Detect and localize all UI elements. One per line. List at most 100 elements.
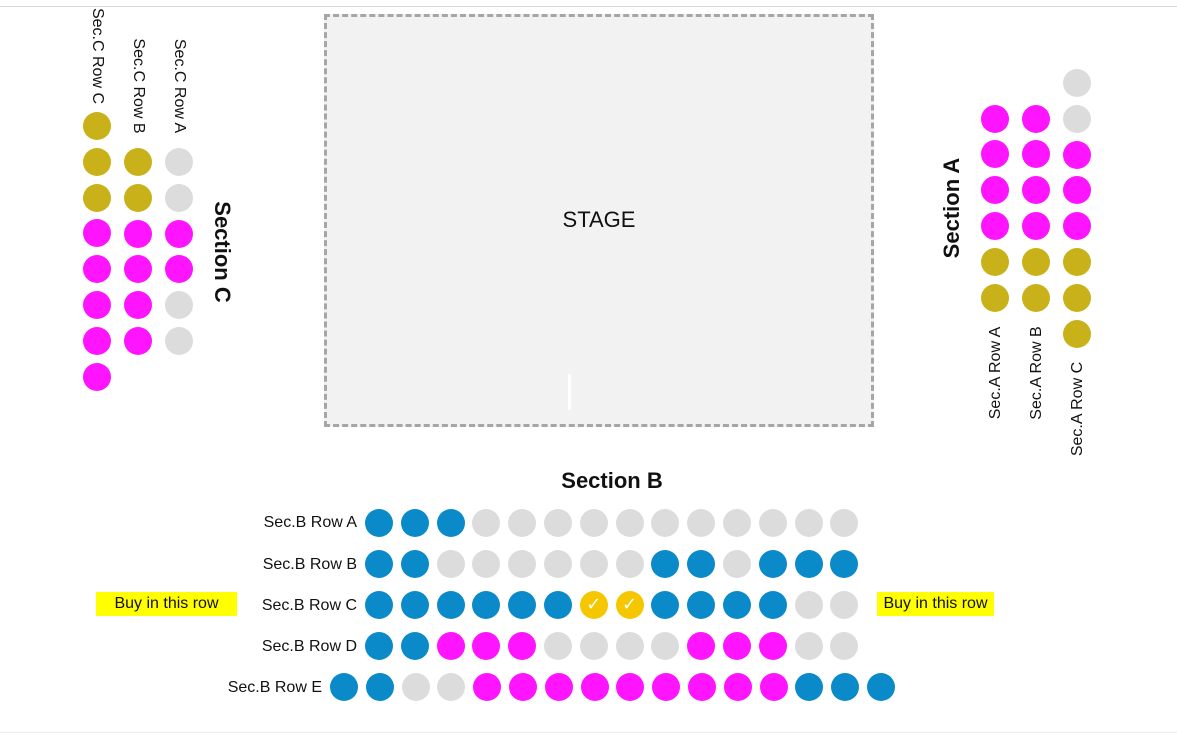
seat-available[interactable] bbox=[981, 140, 1009, 169]
seat-available[interactable] bbox=[723, 673, 752, 701]
seat-booked[interactable] bbox=[723, 591, 751, 619]
seat-unavailable[interactable] bbox=[508, 550, 537, 578]
seat-booked[interactable] bbox=[831, 673, 860, 701]
seat-unavailable[interactable] bbox=[436, 550, 465, 578]
seat-booked[interactable] bbox=[867, 673, 895, 701]
seat-available[interactable] bbox=[83, 219, 111, 248]
seat-available[interactable] bbox=[723, 632, 751, 660]
seat-reserved[interactable] bbox=[1022, 248, 1050, 277]
seat-unavailable[interactable] bbox=[544, 509, 572, 537]
seat-unavailable[interactable] bbox=[794, 509, 823, 537]
seat-unavailable[interactable] bbox=[615, 632, 644, 660]
seat-available[interactable] bbox=[1063, 212, 1091, 241]
seat-available[interactable] bbox=[981, 104, 1009, 133]
seat-unavailable[interactable] bbox=[544, 550, 572, 578]
seat-booked[interactable] bbox=[365, 591, 393, 619]
seat-unavailable[interactable] bbox=[794, 591, 823, 619]
seat-available[interactable] bbox=[1022, 104, 1050, 133]
seat-available[interactable] bbox=[1022, 176, 1050, 205]
buy-row-button-left[interactable]: Buy in this row bbox=[96, 592, 237, 616]
seat-booked[interactable] bbox=[651, 591, 680, 619]
seat-reserved[interactable] bbox=[1063, 248, 1091, 277]
seat-unavailable[interactable] bbox=[830, 632, 859, 660]
seat-reserved[interactable] bbox=[1063, 320, 1091, 348]
seat-available[interactable] bbox=[165, 255, 193, 284]
seat-unavailable[interactable] bbox=[723, 509, 751, 537]
seat-available[interactable] bbox=[652, 673, 681, 701]
seat-available[interactable] bbox=[508, 632, 537, 660]
seat-available[interactable] bbox=[758, 632, 787, 660]
seat-reserved[interactable] bbox=[124, 148, 152, 176]
seat-booked[interactable] bbox=[795, 673, 824, 701]
seat-reserved[interactable] bbox=[981, 284, 1009, 312]
seat-reserved[interactable] bbox=[83, 147, 111, 176]
seat-booked[interactable] bbox=[400, 550, 429, 578]
seat-available[interactable] bbox=[1022, 140, 1050, 169]
seat-available[interactable] bbox=[124, 255, 152, 284]
seat-available[interactable] bbox=[759, 673, 788, 701]
seat-available[interactable] bbox=[83, 326, 111, 355]
seat-reserved[interactable] bbox=[83, 112, 111, 140]
seat-unavailable[interactable] bbox=[615, 509, 644, 537]
seat-booked[interactable] bbox=[365, 673, 394, 701]
seat-available[interactable] bbox=[981, 212, 1009, 241]
seat-unavailable[interactable] bbox=[165, 148, 193, 176]
seat-unavailable[interactable] bbox=[472, 550, 501, 578]
seat-available[interactable] bbox=[436, 632, 465, 660]
seat-booked[interactable] bbox=[544, 591, 572, 619]
seat-available[interactable] bbox=[83, 255, 111, 284]
seat-booked[interactable] bbox=[758, 591, 787, 619]
seat-booked[interactable] bbox=[651, 550, 680, 578]
seat-booked[interactable] bbox=[400, 509, 429, 537]
seat-available[interactable] bbox=[83, 291, 111, 319]
seat-unavailable[interactable] bbox=[401, 673, 430, 701]
seat-booked[interactable] bbox=[330, 673, 358, 701]
seat-unavailable[interactable] bbox=[165, 327, 193, 355]
seat-booked[interactable] bbox=[794, 550, 823, 578]
seat-available[interactable] bbox=[124, 219, 152, 248]
seat-available[interactable] bbox=[473, 673, 502, 701]
seat-booked[interactable] bbox=[508, 591, 537, 619]
seat-unavailable[interactable] bbox=[165, 291, 193, 320]
seat-booked[interactable] bbox=[400, 632, 429, 660]
seat-available[interactable] bbox=[616, 673, 645, 701]
seat-available[interactable] bbox=[165, 219, 193, 248]
seat-unavailable[interactable] bbox=[165, 183, 193, 212]
seat-reserved[interactable] bbox=[1063, 284, 1091, 313]
seat-unavailable[interactable] bbox=[472, 509, 501, 537]
seat-unavailable[interactable] bbox=[579, 509, 608, 537]
seat-unavailable[interactable] bbox=[758, 509, 787, 537]
seat-unavailable[interactable] bbox=[579, 550, 608, 578]
seat-unavailable[interactable] bbox=[830, 509, 859, 537]
seat-available[interactable] bbox=[1063, 140, 1091, 169]
seat-available[interactable] bbox=[1063, 176, 1091, 205]
seat-booked[interactable] bbox=[687, 591, 716, 619]
seat-unavailable[interactable] bbox=[723, 550, 751, 578]
seat-unavailable[interactable] bbox=[1063, 104, 1091, 133]
seat-booked[interactable] bbox=[365, 632, 393, 660]
seat-unavailable[interactable] bbox=[651, 632, 680, 660]
seat-unavailable[interactable] bbox=[544, 632, 572, 660]
seat-unavailable[interactable] bbox=[579, 632, 608, 660]
seat-available[interactable] bbox=[83, 362, 111, 391]
seat-available[interactable] bbox=[472, 632, 501, 660]
seat-reserved[interactable] bbox=[1022, 284, 1050, 312]
seat-booked[interactable] bbox=[472, 591, 501, 619]
seat-available[interactable] bbox=[544, 673, 573, 701]
seat-unavailable[interactable] bbox=[651, 509, 680, 537]
buy-row-button-right[interactable]: Buy in this row bbox=[877, 592, 994, 616]
seat-booked[interactable] bbox=[687, 550, 716, 578]
seat-available[interactable] bbox=[981, 176, 1009, 205]
seat-available[interactable] bbox=[580, 673, 609, 701]
seat-unavailable[interactable] bbox=[830, 591, 859, 619]
seat-available[interactable] bbox=[687, 632, 716, 660]
seat-unavailable[interactable] bbox=[794, 632, 823, 660]
seat-unavailable[interactable] bbox=[687, 509, 716, 537]
seat-unavailable[interactable] bbox=[508, 509, 537, 537]
seat-unavailable[interactable] bbox=[615, 550, 644, 578]
seat-unavailable[interactable] bbox=[437, 673, 466, 701]
seat-available[interactable] bbox=[124, 291, 152, 320]
seat-booked[interactable] bbox=[365, 550, 393, 578]
seat-booked[interactable] bbox=[365, 509, 393, 537]
seat-booked[interactable] bbox=[830, 550, 859, 578]
